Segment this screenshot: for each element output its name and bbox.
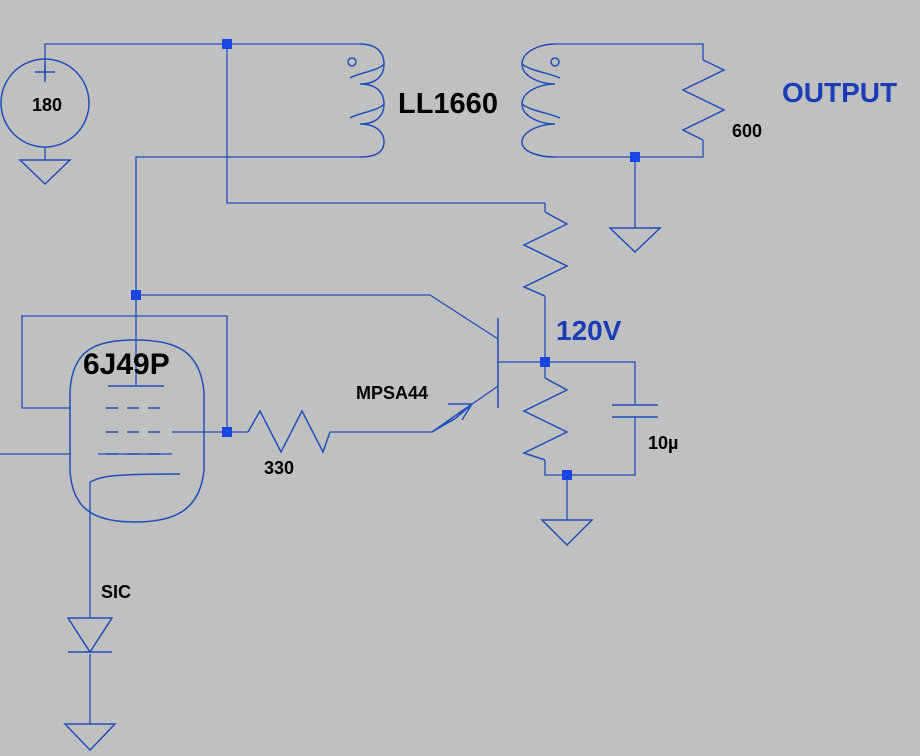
collector-resistor-icon[interactable] (522, 211, 569, 297)
ground-icon (540, 519, 594, 547)
wire-secondary (555, 43, 704, 228)
resistor-icon (681, 59, 726, 141)
wire-bias-network (544, 203, 636, 520)
junction-node[interactable] (222, 39, 232, 49)
wire-anode (135, 294, 499, 386)
tube-label: 6J49P (83, 348, 170, 381)
plus-sign-icon (35, 62, 55, 82)
output-net-label: OUTPUT (782, 77, 897, 108)
secondary-winding-icon (521, 43, 556, 158)
load-resistor-label: 600 (732, 121, 762, 141)
junction-node[interactable] (131, 290, 141, 300)
ground-icon (63, 723, 117, 752)
tube-grids-icon (106, 407, 168, 455)
junction-nodes (131, 39, 640, 480)
transistor-label: MPSA44 (356, 383, 428, 403)
wire-top-rail (44, 43, 545, 204)
diode-sic[interactable]: SIC (66, 582, 131, 654)
ground-icon (18, 159, 72, 186)
junction-node[interactable] (562, 470, 572, 480)
transformer-ll1660[interactable]: LL1660 (347, 43, 561, 158)
emitter-resistor-330[interactable]: 330 (247, 409, 331, 478)
junction-node[interactable] (222, 427, 232, 437)
diode-label: SIC (101, 582, 131, 602)
junction-node[interactable] (630, 152, 640, 162)
capacitor-10u[interactable]: 10µ (612, 404, 678, 453)
transistor-mpsa44[interactable]: MPSA44 (356, 318, 499, 433)
net-voltage-label: 120V (556, 315, 622, 346)
primary-dot-icon (347, 57, 357, 67)
voltage-source-180[interactable]: 180 (0, 58, 90, 160)
ground-icon (608, 227, 662, 254)
bias-resistor-icon[interactable] (522, 377, 569, 461)
emitter-arrow-icon (431, 403, 473, 433)
tube-envelope-icon (69, 339, 205, 523)
tube-6j49p[interactable]: 6J49P (69, 339, 205, 523)
diode-triangle-icon (66, 617, 114, 654)
resistor-icon (247, 409, 331, 454)
wire-primary-return (135, 156, 360, 295)
junction-node[interactable] (540, 357, 550, 367)
tube-cathode-icon (89, 473, 181, 483)
emitter-resistor-label: 330 (264, 458, 294, 478)
transformer-label: LL1660 (398, 88, 498, 120)
primary-winding-icon (359, 43, 385, 158)
source-voltage-label: 180 (32, 95, 62, 115)
wires (0, 43, 704, 724)
wire-screen-grid (21, 315, 248, 433)
load-resistor-600[interactable]: 600 (681, 59, 762, 141)
capacitor-icon (612, 404, 658, 418)
secondary-dot-icon (550, 57, 560, 67)
capacitor-label: 10µ (648, 433, 678, 453)
